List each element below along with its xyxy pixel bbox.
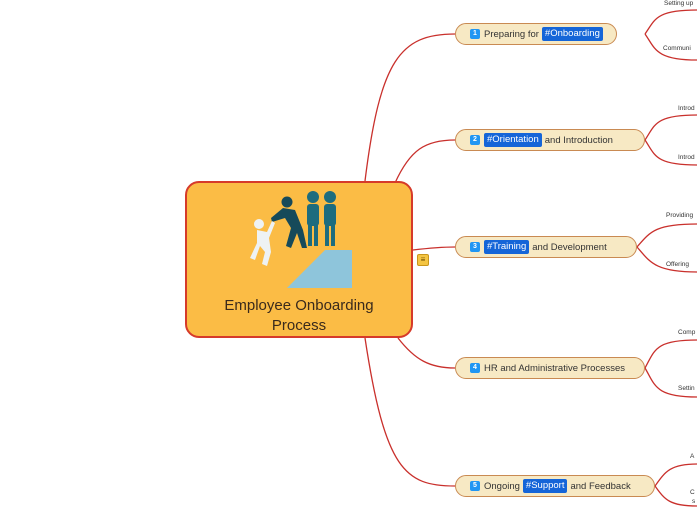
topic-label: and Introduction (544, 134, 613, 146)
topic-orientation-introduction[interactable]: 2 #Orientation and Introduction (455, 129, 645, 151)
branch-to-topic-1 (364, 33, 456, 182)
hashtag[interactable]: #Support (522, 479, 568, 493)
number-badge: 2 (470, 135, 480, 145)
subtopic-label[interactable]: A (690, 453, 695, 460)
subtopic-label[interactable]: Communi (663, 45, 691, 52)
sub-branch-5a (654, 463, 697, 487)
subtopic-label[interactable]: Setting up (664, 0, 694, 7)
topic-label-suffix: and Feedback (570, 480, 631, 492)
sub-branch-3b (636, 246, 697, 273)
subtopic-label[interactable]: s (692, 498, 696, 505)
sub-branch-3a (636, 223, 697, 248)
sub-branch-2b (644, 139, 697, 166)
branch-to-topic-4 (397, 337, 456, 369)
note-icon[interactable]: ≡ (417, 254, 429, 266)
topic-label: Preparing for (484, 28, 539, 40)
sub-branch-1b (644, 33, 697, 61)
topic-label: Ongoing (484, 480, 520, 492)
subtopic-label[interactable]: Offering (666, 261, 690, 268)
sub-branch-1a (644, 9, 697, 35)
subtopic-label[interactable]: Comp (678, 329, 696, 336)
subtopic-label[interactable]: Introd (678, 154, 695, 161)
subtopic-label[interactable]: Introd (678, 105, 695, 112)
topic-preparing-onboarding[interactable]: 1 Preparing for #Onboarding (455, 23, 617, 45)
subtopic-label[interactable]: C (690, 489, 695, 496)
hashtag[interactable]: #Orientation (484, 133, 542, 147)
number-badge: 3 (470, 242, 480, 252)
employees-helping-climb-illustration (250, 191, 352, 288)
central-topic-title: Employee Onboarding Process (224, 297, 374, 334)
sub-branch-2a (644, 114, 697, 141)
number-badge: 4 (470, 363, 480, 373)
hashtag[interactable]: #Training (484, 240, 530, 254)
topic-training-development[interactable]: 3 #Training and Development (455, 236, 637, 258)
sub-branch-4a (644, 339, 697, 369)
number-badge: 5 (470, 481, 480, 491)
topic-hr-administrative[interactable]: 4 HR and Administrative Processes (455, 357, 645, 379)
topic-label: and Development (532, 241, 607, 253)
central-topic[interactable]: Employee Onboarding Process (185, 181, 413, 338)
branch-to-topic-5 (364, 337, 456, 487)
subtopic-label[interactable]: Providing (666, 212, 694, 219)
branch-to-topic-3 (412, 246, 456, 251)
hashtag[interactable]: #Onboarding (541, 27, 603, 41)
sub-branch-4b (644, 367, 697, 398)
sub-branch-5b (654, 485, 697, 507)
number-badge: 1 (470, 29, 480, 39)
topic-ongoing-support-feedback[interactable]: 5 Ongoing #Support and Feedback (455, 475, 655, 497)
topic-label: HR and Administrative Processes (484, 362, 625, 374)
subtopic-label[interactable]: Settin (678, 385, 695, 392)
branch-to-topic-2 (394, 139, 456, 184)
